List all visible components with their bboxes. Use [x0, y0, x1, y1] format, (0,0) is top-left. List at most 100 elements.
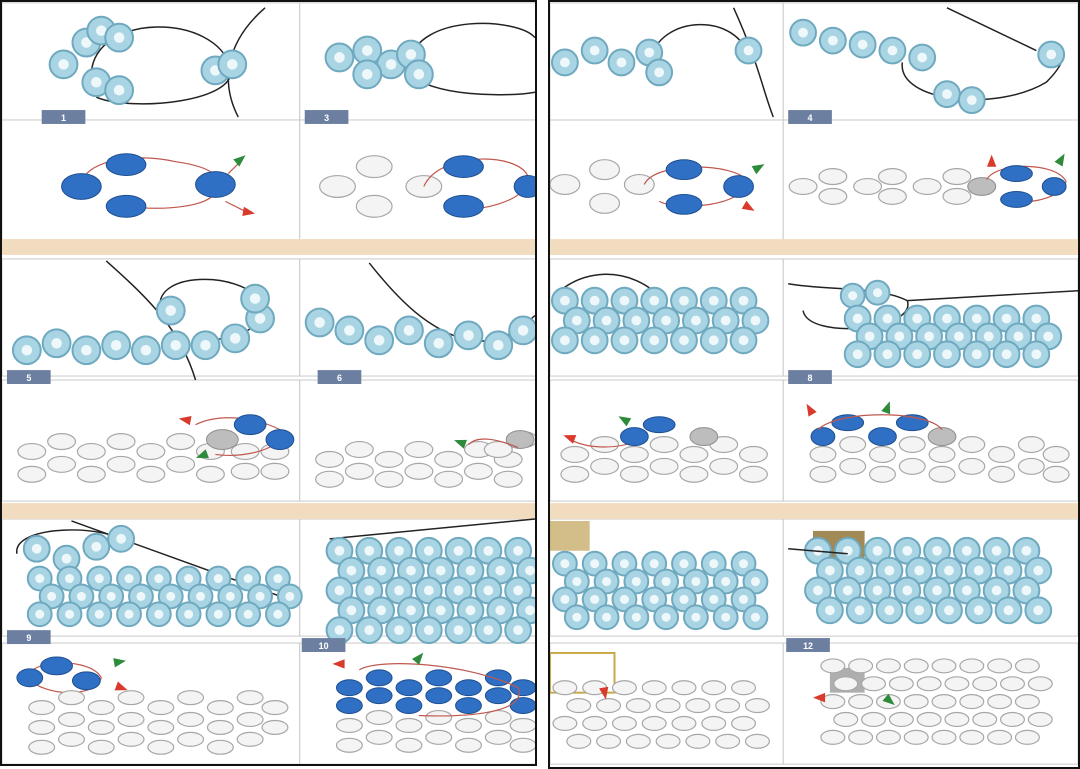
inactive-bead	[147, 700, 175, 716]
step-label-text: 6	[337, 373, 342, 383]
photo-bead-hole	[346, 565, 357, 576]
green-arrow	[751, 164, 765, 175]
photo-bead-hole	[619, 295, 630, 306]
inactive-bead	[701, 715, 727, 731]
active-bead	[40, 656, 73, 676]
inactive-bead	[709, 457, 739, 475]
inactive-bead	[425, 729, 453, 745]
active-bead	[484, 687, 512, 705]
step-6-photo	[304, 262, 535, 361]
active-bead	[16, 668, 44, 688]
photo-bead-hole	[385, 59, 397, 70]
inactive-bead	[106, 455, 136, 473]
photo-bead-hole	[249, 293, 261, 304]
active-bead	[665, 159, 703, 181]
active-bead	[509, 697, 535, 715]
photo-bead-hole	[750, 612, 760, 622]
photo-bead-hole	[589, 335, 600, 346]
photo-bead-hole	[423, 585, 434, 596]
red-arrow	[114, 681, 128, 691]
photo-bead-hole	[58, 59, 69, 70]
photo-bead-hole	[513, 625, 524, 636]
photo-bead-hole	[559, 295, 570, 306]
active-bead	[619, 427, 649, 447]
step-1-diagram	[61, 153, 255, 218]
step-label-badge	[786, 638, 830, 652]
inactive-bead	[28, 700, 56, 716]
photo-bead-hole	[124, 574, 134, 584]
inactive-bead	[509, 737, 535, 753]
inactive-bead	[898, 436, 926, 454]
photo-bead-hole	[894, 331, 905, 342]
inactive-bead	[47, 433, 77, 451]
active-bead	[195, 171, 236, 198]
inactive-bead	[944, 711, 970, 728]
step-4-photo	[789, 7, 1066, 115]
photo-bead-hole	[743, 45, 754, 56]
photo-bead-hole	[721, 576, 731, 587]
inactive-bead	[988, 465, 1016, 483]
inactive-bead	[916, 711, 942, 728]
photo-bead-hole	[649, 559, 659, 569]
photo-bead-hole	[453, 545, 464, 556]
inactive-bead	[260, 462, 290, 480]
inactive-bead	[596, 698, 622, 714]
photo-bead-hole	[195, 591, 206, 601]
active-bead	[395, 697, 423, 715]
photo-bead-hole	[483, 585, 494, 596]
photo-bead-hole	[513, 545, 524, 556]
active-bead	[665, 193, 703, 215]
photo-bead-hole	[912, 349, 923, 360]
step-3-photo	[324, 22, 535, 96]
photo-bead-hole	[376, 565, 387, 576]
photo-bead-hole	[560, 559, 570, 569]
shaded-bead	[967, 177, 997, 196]
inactive-bead	[455, 737, 482, 753]
photo-bead-hole	[116, 533, 127, 544]
thread-path	[359, 663, 520, 717]
divider-band	[2, 503, 535, 519]
photo-bead-hole	[619, 335, 630, 346]
photo-bead-hole	[1003, 565, 1014, 576]
active-bead	[365, 687, 393, 705]
active-bead	[455, 697, 482, 715]
inactive-bead	[931, 694, 957, 710]
photo-bead-hole	[708, 335, 719, 346]
step-7-diagram	[560, 416, 768, 483]
inactive-bead	[484, 709, 512, 726]
photo-bead-hole	[854, 605, 865, 616]
photo-bead-hole	[679, 559, 689, 569]
inactive-bead	[641, 715, 667, 731]
photo-bead-hole	[81, 37, 92, 48]
inactive-bead	[903, 729, 929, 745]
inactive-bead	[875, 658, 901, 674]
active-bead	[868, 427, 897, 447]
photo-bead-hole	[971, 313, 982, 324]
shaded-bead	[927, 427, 957, 447]
inactive-bead	[582, 715, 608, 731]
inactive-bead	[230, 442, 260, 461]
red-arrow	[806, 403, 817, 417]
photo-bead-hole	[394, 585, 404, 596]
photo-bead-hole	[361, 45, 373, 56]
photo-bead-hole	[601, 315, 612, 326]
inactive-bead	[147, 719, 175, 735]
active-bead	[105, 194, 147, 218]
inactive-bead	[261, 719, 289, 735]
photo-bead-hole	[654, 67, 665, 78]
step-top-left-photo	[550, 7, 774, 118]
step-5-photo	[11, 260, 275, 381]
photo-bead-hole	[914, 605, 925, 616]
photo-bead-hole	[35, 609, 45, 619]
photo-bead-hole	[61, 553, 72, 564]
active-bead	[1041, 177, 1067, 196]
photo-bead-hole	[739, 559, 749, 569]
photo-bead-hole	[95, 25, 107, 36]
photo-bead-hole	[679, 335, 689, 346]
photo-bead-hole	[364, 545, 375, 556]
photo-bead-hole	[572, 576, 582, 587]
photo-bead-hole	[827, 35, 838, 46]
inactive-bead	[868, 465, 896, 483]
inactive-bead	[395, 737, 423, 753]
photo-bead-hole	[1003, 605, 1014, 616]
